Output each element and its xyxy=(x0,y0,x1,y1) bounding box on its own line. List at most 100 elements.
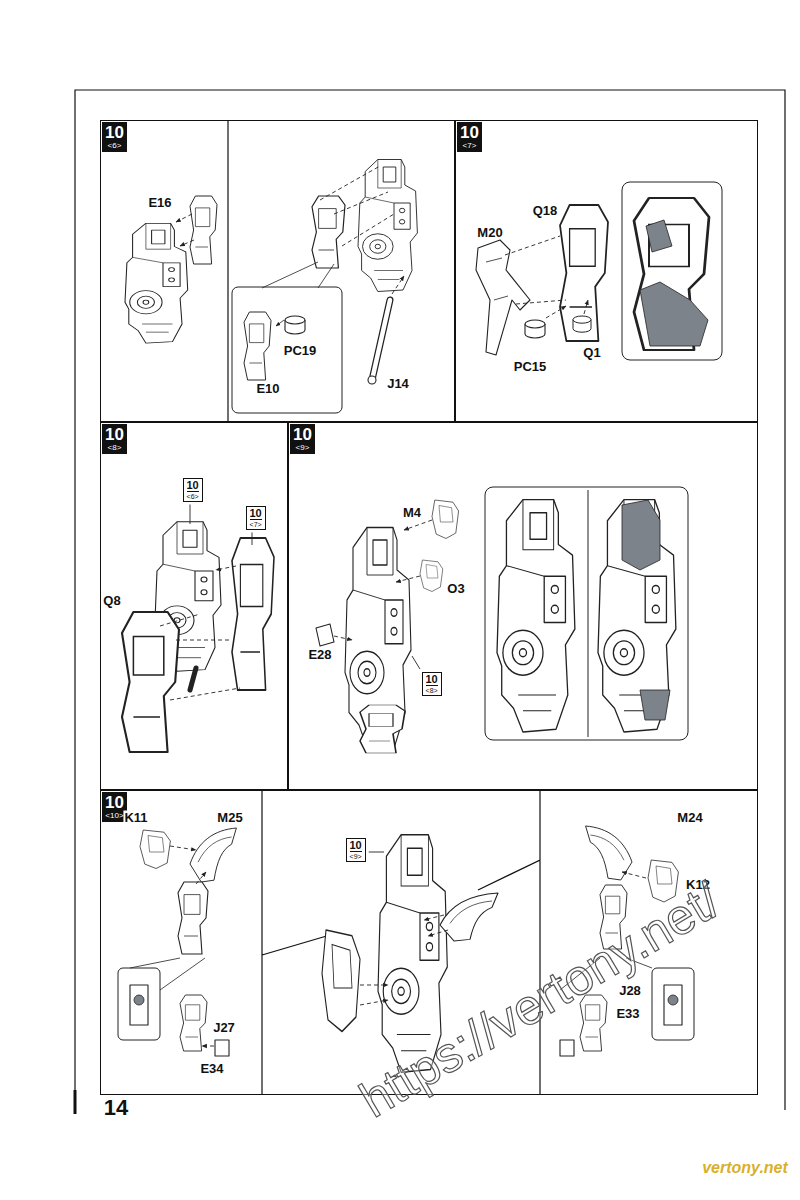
step-7-drawing xyxy=(622,182,722,360)
step-6-drawing xyxy=(392,276,404,294)
callout-number: E28 xyxy=(307,648,332,661)
step-9-drawing xyxy=(497,500,575,732)
step-9-drawing xyxy=(598,500,676,732)
step-6-drawing xyxy=(342,214,394,246)
step-10-drawing xyxy=(360,1000,388,1005)
step-7-drawing xyxy=(476,182,722,360)
step-10-drawing xyxy=(190,828,236,882)
step-9-drawing xyxy=(404,520,432,530)
step-10-drawing xyxy=(196,872,206,884)
step-10-drawing xyxy=(118,968,160,1040)
step-number: 10 xyxy=(105,426,124,443)
callout-number: J27 xyxy=(212,1021,236,1034)
callout-number: PC15 xyxy=(513,360,548,373)
step-6-drawing xyxy=(358,160,417,292)
step-number: 10 xyxy=(293,426,312,443)
callout-number: Q8 xyxy=(102,594,121,607)
page-frame xyxy=(74,1090,77,1114)
step-8-drawing xyxy=(170,688,240,700)
step-10-drawing xyxy=(262,790,330,1095)
step-7-drawing xyxy=(640,282,708,346)
step-10-drawing xyxy=(440,893,498,941)
step-10-drawing xyxy=(170,846,196,850)
callout-number: Q18 xyxy=(532,204,559,217)
step-7-drawing xyxy=(525,320,545,338)
step-8-drawing xyxy=(160,614,200,626)
callout-number: J28 xyxy=(618,984,642,997)
step-number: 10 xyxy=(350,840,362,851)
step-6-drawing xyxy=(276,320,284,326)
step-8-drawing xyxy=(190,668,196,690)
step-substep: <7> xyxy=(460,142,479,150)
step-10-drawing xyxy=(202,1046,214,1047)
step-7-drawing xyxy=(486,258,508,300)
step-6-drawing xyxy=(232,287,342,413)
callout-number: O3 xyxy=(446,582,465,595)
callout-number: M25 xyxy=(216,811,243,824)
page-frame xyxy=(75,90,785,1114)
step-10-drawing xyxy=(215,1040,229,1056)
step-9-drawing xyxy=(640,690,670,720)
step-10-drawing xyxy=(130,985,148,1025)
step-substep: <10> xyxy=(105,812,124,820)
step-10-drawing xyxy=(586,826,632,880)
step-10-drawing xyxy=(140,830,170,869)
step-number: 10 xyxy=(460,124,479,141)
step-10-drawing xyxy=(360,985,388,986)
callout-number: E33 xyxy=(615,1007,640,1020)
callout-number: E34 xyxy=(199,1062,224,1075)
step-10-drawing xyxy=(668,995,678,1005)
step-substep: <8> xyxy=(105,444,124,452)
step-reference-badge: 10<7> xyxy=(246,506,266,530)
step-number: 10 xyxy=(426,674,438,685)
step-7-drawing xyxy=(646,220,672,252)
step-9-drawing xyxy=(316,487,688,753)
step-badge: 10<9> xyxy=(290,424,315,454)
callout-number: Q1 xyxy=(582,346,601,359)
step-substep: <7> xyxy=(250,519,262,528)
step-7-drawing xyxy=(505,236,560,255)
page-frame xyxy=(75,90,785,1114)
leader-line xyxy=(252,533,253,546)
step-6-drawing xyxy=(262,262,334,288)
step-9-drawing xyxy=(334,636,352,640)
step-10-drawing xyxy=(560,1040,574,1056)
callout-number: M4 xyxy=(402,506,422,519)
step-10-drawing xyxy=(134,995,144,1005)
step-10-drawing xyxy=(428,930,448,936)
callout-number: PC19 xyxy=(283,344,318,357)
step-substep: <9> xyxy=(293,444,312,452)
step-6-drawing xyxy=(368,376,376,384)
step-9-drawing xyxy=(622,500,660,570)
leader-line xyxy=(369,852,384,853)
step-panel: 10<8>10<6>10<7> xyxy=(100,422,288,790)
step-9-drawing xyxy=(432,500,459,539)
step-reference-badge: 10<6> xyxy=(183,478,203,502)
step-6-drawing xyxy=(125,223,188,343)
step-9-drawing xyxy=(360,705,405,753)
callout-number: K11 xyxy=(123,811,148,824)
step-9-drawing xyxy=(588,490,589,737)
step-7-drawing xyxy=(546,306,566,318)
callout-number: J14 xyxy=(386,377,410,390)
step-badge: 10<8> xyxy=(102,424,127,454)
step-substep: <6> xyxy=(105,142,124,150)
step-badge: 10<6> xyxy=(102,122,127,152)
step-6-drawing xyxy=(334,192,388,214)
step-6-drawing xyxy=(190,196,217,264)
watermark: https://vertony.net/ xyxy=(351,874,729,1126)
step-8-drawing xyxy=(216,566,236,570)
step-10-drawing xyxy=(580,995,607,1051)
step-10-drawing xyxy=(424,915,444,920)
step-9-drawing xyxy=(485,487,688,740)
callout-number: E16 xyxy=(147,196,172,209)
step-10-drawing xyxy=(664,985,682,1025)
leader-line xyxy=(412,656,420,669)
step-reference-badge: 10<9> xyxy=(346,838,366,862)
step-6-drawing xyxy=(312,196,345,268)
step-6-drawing xyxy=(125,120,417,422)
step-9-drawing xyxy=(316,624,334,646)
step-10-drawing xyxy=(180,995,207,1051)
step-10-drawing xyxy=(322,930,360,1032)
